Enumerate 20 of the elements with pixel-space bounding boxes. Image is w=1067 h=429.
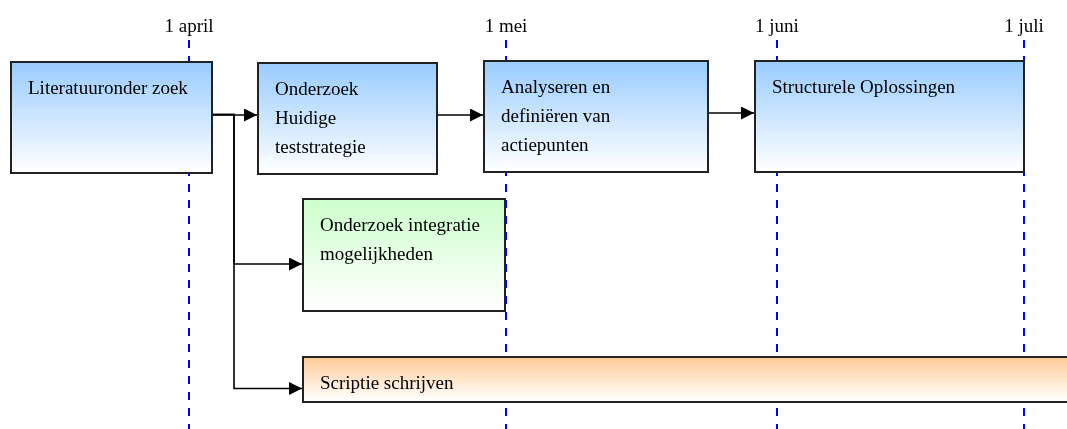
task-label: Literatuuronder zoek: [28, 76, 189, 100]
task-label: Analyseren en definiëren van actiepunten: [501, 75, 612, 157]
arrow: [437, 108, 484, 122]
task-label: Structurele Oplossingen: [772, 75, 957, 99]
date-label: 1 april: [164, 14, 214, 38]
task-box: [754, 60, 1025, 173]
arrow: [212, 113, 303, 395]
task-label: Onderzoek Huidige teststrategie: [275, 77, 367, 159]
task-box: [302, 198, 506, 312]
date-label: 1 juni: [755, 14, 799, 38]
task-box: [10, 61, 213, 174]
task-label: Onderzoek integratie mogelijkheden: [320, 213, 481, 266]
arrow: [708, 106, 755, 120]
task-box: [483, 60, 709, 173]
arrow: [212, 108, 258, 122]
date-label: 1 juli: [1004, 14, 1044, 38]
date-label: 1 mei: [484, 14, 528, 38]
task-box: [257, 62, 438, 175]
task-label: Scriptie schrijven: [320, 371, 455, 395]
task-box: [302, 356, 1067, 403]
